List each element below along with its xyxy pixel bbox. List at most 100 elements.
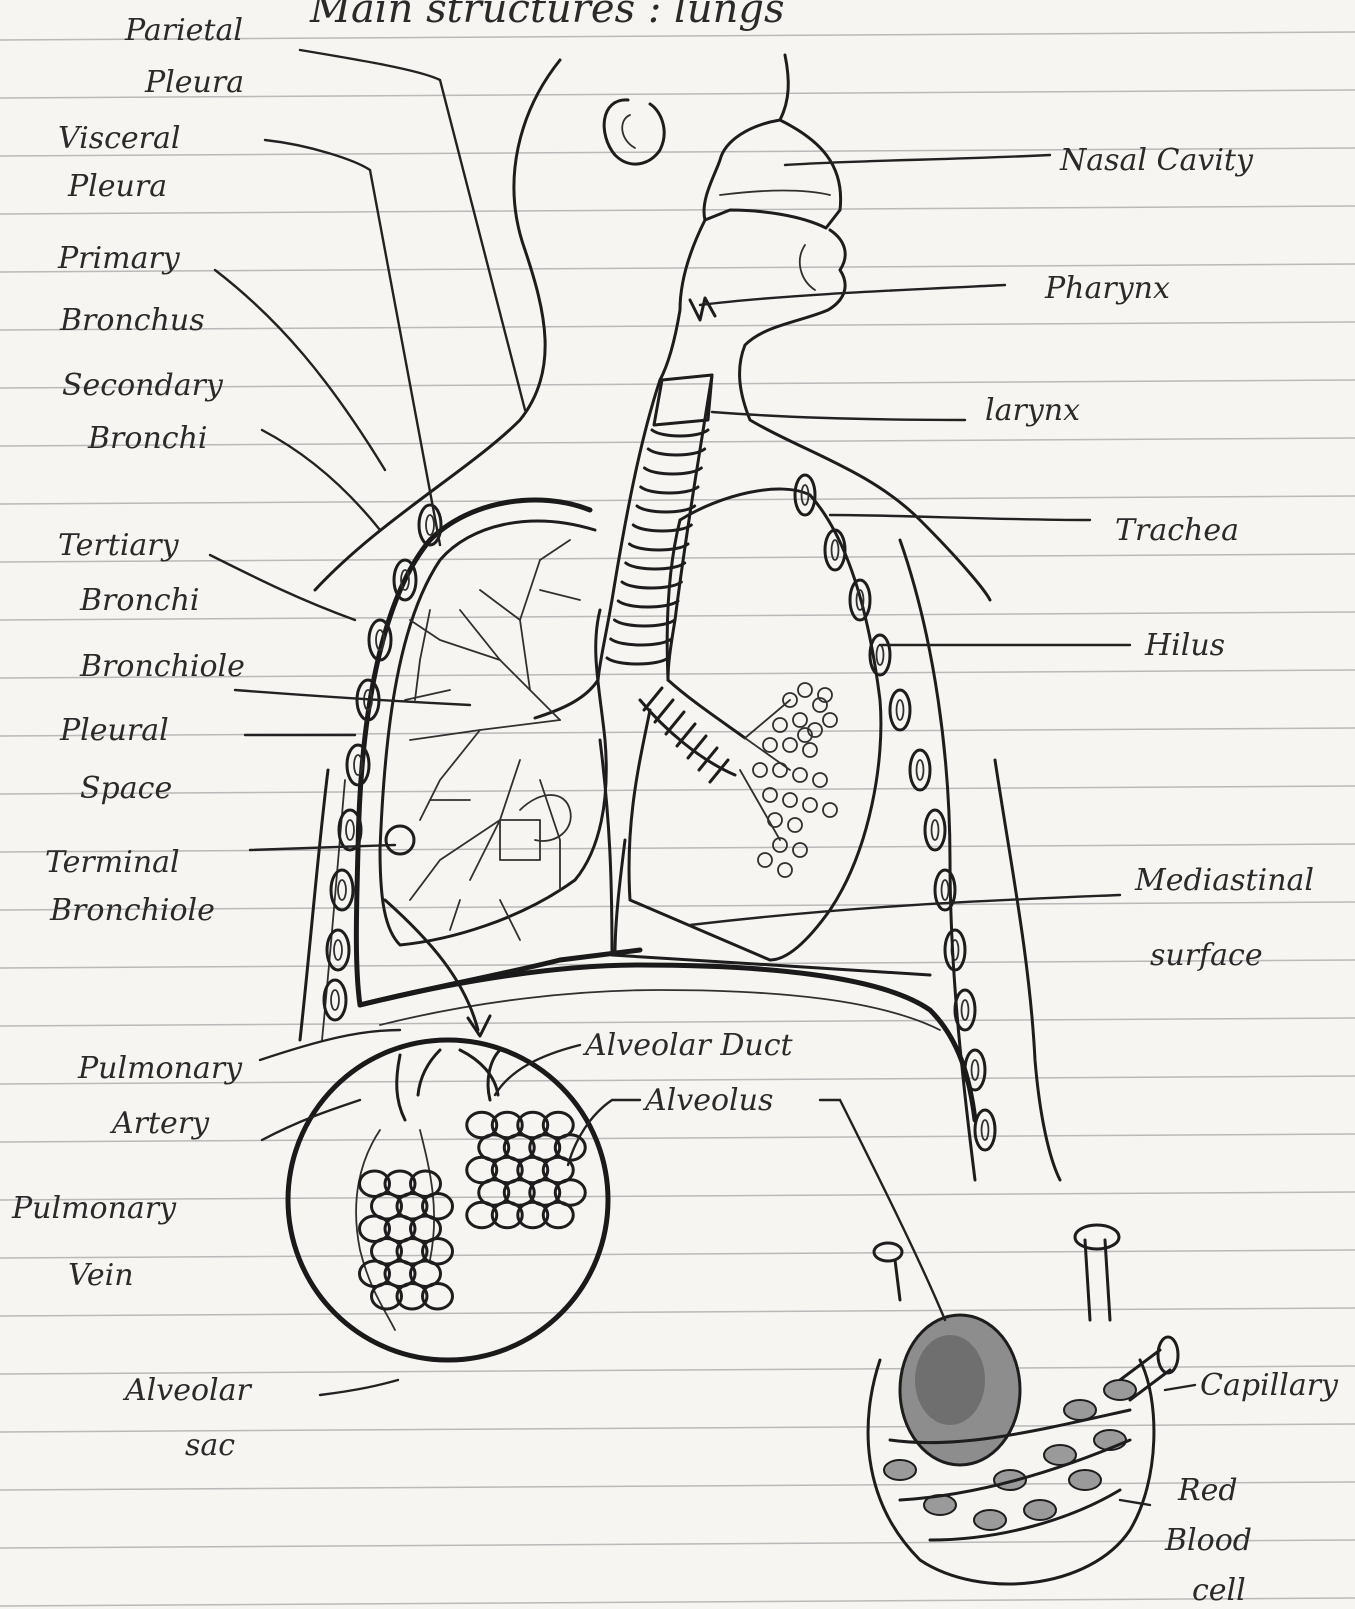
alveolus-bubble — [823, 713, 837, 727]
ruled-line — [0, 496, 1355, 504]
ruled-line — [0, 206, 1355, 214]
rib-loop — [324, 980, 346, 1020]
label-pulmonary-vein-2: Vein — [68, 1258, 134, 1293]
left-lung — [324, 500, 640, 1020]
rib-inner — [962, 1000, 969, 1020]
ruled-line — [0, 1250, 1355, 1258]
rib-inner — [972, 1060, 979, 1080]
ruled-line — [0, 554, 1355, 562]
alveolus-bubble — [813, 773, 827, 787]
right-bronchus-rings — [644, 688, 728, 782]
alveolus-bubble — [798, 683, 812, 697]
label-pleural-space-2: Space — [80, 771, 172, 806]
trachea-ring — [626, 563, 685, 569]
rib-inner — [877, 645, 884, 665]
right-lung — [615, 475, 995, 1180]
label-parietal-pleura-2: Pleura — [144, 65, 244, 100]
label-larynx: larynx — [985, 393, 1080, 428]
label-terminal-bronchiole-2: Bronchiole — [49, 893, 215, 928]
label-tertiary-bronchi-1: Tertiary — [58, 528, 180, 563]
rib-inner — [897, 700, 904, 720]
alveolus-bubble — [778, 863, 792, 877]
label-pulmonary-artery-1: Pulmonary — [77, 1051, 243, 1086]
label-terminal-bronchiole-1: Terminal — [45, 845, 180, 880]
trachea-ring — [607, 658, 668, 664]
ruled-line — [0, 1192, 1355, 1200]
label-mediastinal-surface-1: Mediastinal — [1134, 863, 1314, 898]
trachea-ring — [615, 620, 675, 626]
label-alveolar-duct: Alveolar Duct — [582, 1028, 794, 1063]
rib-loop — [331, 870, 353, 910]
alveolus-bubble — [763, 738, 777, 752]
ruled-line — [0, 1018, 1355, 1026]
rib-loop — [347, 745, 369, 785]
label-alveolar-sac-1: Alveolar — [122, 1373, 253, 1408]
ruled-line — [0, 1482, 1355, 1490]
rib-loop — [945, 930, 965, 970]
rbc-icon — [1069, 1470, 1101, 1490]
rib-inner — [932, 820, 939, 840]
bronchus-ring — [677, 724, 695, 746]
label-red-blood-cell-1: Red — [1177, 1473, 1238, 1508]
label-red-blood-cell-3: cell — [1192, 1573, 1246, 1608]
label-pulmonary-artery-2: Artery — [109, 1106, 210, 1141]
alveolus-bubble — [803, 798, 817, 812]
rib-loop — [975, 1110, 995, 1150]
rbc-icon — [1024, 1500, 1056, 1520]
label-trachea: Trachea — [1115, 513, 1239, 548]
label-secondary-bronchi-1: Secondary — [62, 368, 224, 403]
bronchus-ring — [699, 748, 717, 770]
label-primary-bronchus-2: Bronchus — [59, 303, 205, 338]
alveolus-bubble — [823, 803, 837, 817]
alveolus-bubble — [758, 853, 772, 867]
bronchus-ring — [644, 688, 662, 710]
ruled-line — [0, 1540, 1355, 1548]
bronchus-ring — [666, 712, 684, 734]
diagram-title: Main structures : lungs — [309, 0, 784, 32]
rbc-icon — [1064, 1400, 1096, 1420]
bronchus-ring — [655, 700, 673, 722]
ruled-line — [0, 728, 1355, 736]
rib-inner — [334, 940, 342, 960]
label-hilus: Hilus — [1144, 628, 1225, 663]
label-secondary-bronchi-2: Bronchi — [87, 421, 208, 456]
label-alveolar-sac-2: sac — [185, 1428, 235, 1463]
alveolus-bubble — [788, 818, 802, 832]
trachea-ring — [637, 506, 695, 512]
label-pulmonary-vein-1: Pulmonary — [11, 1191, 177, 1226]
rib-inner — [426, 515, 434, 535]
alveoli-zoom-circle — [288, 1040, 608, 1360]
rib-inner — [917, 760, 924, 780]
alveolus-bubble — [793, 768, 807, 782]
label-pharynx: Pharynx — [1044, 271, 1170, 306]
rib-inner — [338, 880, 346, 900]
rib-loop — [910, 750, 930, 790]
alveolus-bubble — [768, 813, 782, 827]
rib-loop — [795, 475, 815, 515]
label-alveolus: Alveolus — [642, 1083, 773, 1118]
rib-inner — [982, 1120, 989, 1140]
label-visceral-pleura-2: Pleura — [67, 169, 167, 204]
rbc-icon — [884, 1460, 916, 1480]
alveolus-bubble — [773, 763, 787, 777]
labels: Parietal Pleura Visceral Pleura Primary … — [11, 13, 1339, 1608]
label-capillary: Capillary — [1200, 1368, 1339, 1403]
label-mediastinal-surface-2: surface — [1150, 938, 1263, 973]
trachea-ring — [641, 487, 698, 493]
rbc-icon — [974, 1510, 1006, 1530]
label-visceral-pleura-1: Visceral — [58, 121, 181, 156]
alveolus-bubble — [773, 718, 787, 732]
right-ribs — [795, 475, 995, 1150]
ruled-line — [0, 1598, 1355, 1606]
trachea-ring — [630, 544, 689, 550]
alveolus-bubble — [753, 763, 767, 777]
ruled-line — [0, 612, 1355, 620]
alveolus-bubble — [793, 843, 807, 857]
label-nasal-cavity: Nasal Cavity — [1059, 143, 1254, 178]
alveolar-sac-right — [467, 1112, 586, 1228]
alveolus-bubble — [793, 713, 807, 727]
zoom-arrow — [385, 900, 490, 1036]
rbc-icon — [1104, 1380, 1136, 1400]
alveolus-capillary-detail — [868, 1225, 1178, 1584]
trachea-ring — [622, 582, 681, 588]
